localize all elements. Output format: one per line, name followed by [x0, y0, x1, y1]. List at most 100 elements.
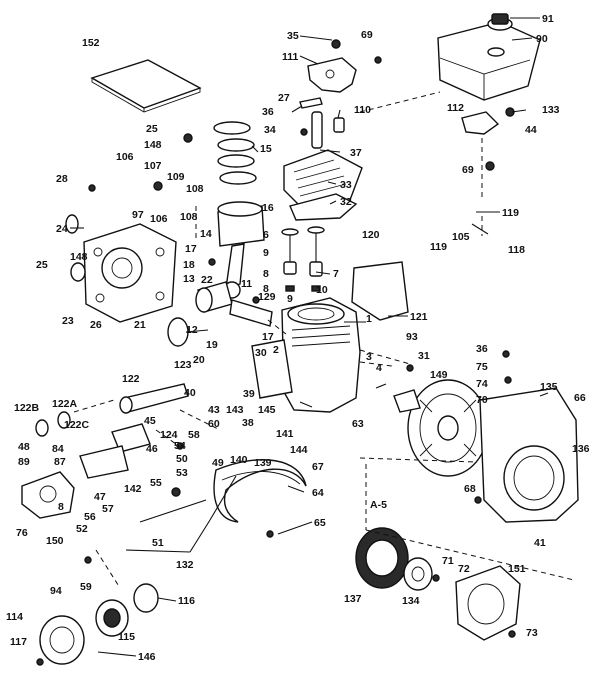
label-149: 149: [430, 369, 448, 381]
label-107: 107: [144, 160, 162, 172]
label-144: 144: [290, 444, 308, 456]
label-137: 137: [344, 593, 362, 605]
label-120: 120: [362, 229, 380, 241]
label-117: 117: [10, 636, 27, 648]
label-36: 36: [262, 106, 274, 118]
part-carburetor: [79, 423, 151, 479]
label-25: 25: [146, 123, 158, 135]
label-35: 35: [287, 30, 299, 42]
label-75: 75: [476, 361, 488, 373]
label-66: 66: [574, 392, 586, 404]
label-119: 119: [502, 207, 519, 219]
label-151: 151: [508, 563, 526, 575]
label-111: 111: [282, 51, 299, 63]
label-17: 17: [185, 243, 197, 255]
label-24: 24: [56, 223, 68, 235]
label-26: 26: [90, 319, 102, 331]
label-84: 84: [52, 443, 64, 455]
label-94: 94: [50, 585, 62, 597]
part-piston: [217, 201, 265, 247]
label-12: 12: [186, 324, 198, 336]
label-72: 72: [458, 563, 470, 575]
label-23: 23: [62, 315, 74, 327]
label-112: 112: [447, 102, 464, 114]
label-37: 37: [350, 147, 362, 159]
part-fuel-tank: [437, 13, 541, 101]
label-11: 11: [241, 278, 252, 290]
label-30: 30: [255, 347, 267, 359]
label-105: 105: [452, 231, 470, 243]
part-flywheel: [407, 379, 489, 477]
label-32: 32: [340, 196, 352, 208]
label-20: 20: [193, 354, 205, 366]
label-33: 33: [340, 179, 352, 191]
part-cam-gear: [167, 317, 209, 347]
label-16: 16: [262, 202, 274, 214]
part-blower-housing: [479, 387, 579, 523]
label-70: 70: [476, 394, 488, 406]
label-8b: 8: [263, 283, 269, 295]
part-drawings: [21, 13, 579, 666]
part-fuel-pump: [21, 471, 75, 519]
part-oil-seal: [65, 214, 79, 234]
label-2: 2: [273, 344, 279, 356]
label-59: 59: [80, 581, 92, 593]
label-49: 49: [212, 457, 224, 469]
label-10: 10: [316, 284, 328, 296]
label-148b: 148: [70, 251, 88, 263]
label-122: 122: [122, 373, 140, 385]
label-A-5: A-5: [370, 499, 387, 511]
label-97: 97: [132, 209, 144, 221]
label-87: 87: [54, 456, 66, 468]
label-69: 69: [361, 29, 373, 41]
label-51: 51: [152, 537, 164, 549]
part-starter-ring: [355, 527, 409, 589]
label-106: 106: [116, 151, 134, 163]
label-9b: 9: [287, 293, 293, 305]
label-114: 114: [6, 611, 23, 623]
label-52: 52: [76, 523, 88, 535]
label-67: 67: [312, 461, 324, 473]
label-57: 57: [102, 503, 114, 515]
part-air-baffle: [351, 261, 409, 321]
part-intake-gasket-a: [35, 419, 49, 437]
label-44: 44: [525, 124, 537, 136]
label-15: 15: [260, 143, 272, 155]
part-muffler-gasket: [307, 57, 357, 93]
label-142: 142: [124, 483, 142, 495]
label-65: 65: [314, 517, 326, 529]
label-91: 91: [542, 13, 554, 25]
label-50: 50: [176, 453, 188, 465]
label-56: 56: [84, 511, 96, 523]
label-1: 1: [366, 313, 372, 325]
label-34: 34: [264, 124, 276, 136]
label-146: 146: [138, 651, 156, 663]
label-150: 150: [46, 535, 64, 547]
label-22: 22: [201, 274, 213, 286]
part-intake-tube: [119, 383, 189, 414]
label-140: 140: [230, 454, 248, 466]
label-25b: 25: [36, 259, 48, 271]
label-8: 8: [263, 268, 269, 280]
label-46: 46: [146, 443, 158, 455]
label-122B: 122B: [14, 402, 40, 414]
label-17b: 17: [262, 331, 274, 343]
label-41: 41: [534, 537, 546, 549]
label-139: 139: [254, 457, 272, 469]
part-labels: 152 35 69 111 91 90 27 36 110 112 133 44…: [6, 13, 590, 663]
label-7: 7: [333, 268, 339, 280]
label-89: 89: [18, 456, 30, 468]
label-116: 116: [178, 595, 195, 607]
label-74: 74: [476, 378, 488, 390]
label-123: 123: [174, 359, 192, 371]
part-starter-pulley: [403, 557, 433, 591]
label-36b: 36: [476, 343, 488, 355]
part-connecting-rod: [225, 243, 245, 289]
label-122A: 122A: [52, 398, 78, 410]
label-135: 135: [540, 381, 558, 393]
label-31: 31: [418, 350, 430, 362]
label-132: 132: [176, 559, 194, 571]
label-45: 45: [144, 415, 156, 427]
